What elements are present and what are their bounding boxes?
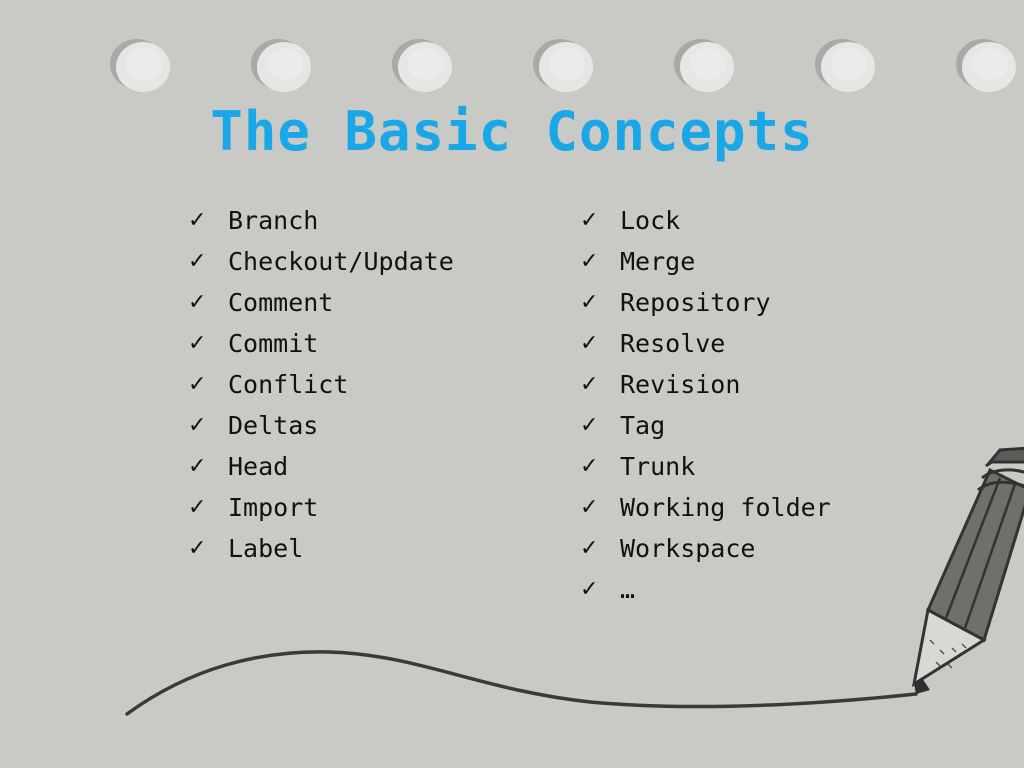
check-icon: ✓ (580, 371, 599, 397)
binder-holes (0, 0, 1024, 110)
left-item-label: Commit (228, 328, 319, 358)
check-icon: ✓ (580, 289, 599, 315)
check-icon: ✓ (580, 330, 599, 356)
left-item-label: Head (228, 451, 289, 481)
binder-hole (539, 42, 593, 92)
list-item: ✓ Conflict (188, 364, 454, 405)
pencil-icon (911, 446, 1024, 694)
right-item-label: … (620, 574, 636, 604)
binder-hole (680, 42, 734, 92)
pencil-line (125, 650, 918, 716)
check-icon: ✓ (188, 453, 207, 479)
right-item-label: Lock (620, 205, 681, 235)
check-icon: ✓ (188, 330, 207, 356)
list-item: ✓ Label (188, 528, 454, 569)
list-item: ✓ Lock (580, 200, 831, 241)
left-item-label: Checkout/Update (228, 246, 454, 276)
check-icon: ✓ (580, 576, 599, 602)
slide-title: The Basic Concepts (210, 100, 814, 163)
check-icon: ✓ (188, 494, 207, 520)
list-item: ✓ Merge (580, 241, 831, 282)
check-icon: ✓ (188, 412, 207, 438)
list-item: ✓ Head (188, 446, 454, 487)
check-icon: ✓ (580, 494, 599, 520)
list-item: ✓ Checkout/Update (188, 241, 454, 282)
concept-list-left: ✓ Branch ✓ Checkout/Update ✓ Comment ✓ Commit ✓ C… (188, 200, 454, 569)
right-item-label: Workspace (620, 533, 756, 563)
check-icon: ✓ (580, 248, 599, 274)
check-icon: ✓ (188, 371, 207, 397)
check-icon: ✓ (580, 535, 599, 561)
check-icon: ✓ (188, 207, 207, 233)
right-item-label: Revision (620, 369, 741, 399)
right-item-label: Repository (620, 287, 771, 317)
right-item-label: Working folder (620, 492, 831, 522)
right-item-label: Tag (620, 410, 666, 440)
check-icon: ✓ (580, 412, 599, 438)
check-icon: ✓ (580, 453, 599, 479)
list-item: ✓ Repository (580, 282, 831, 323)
left-item-label: Branch (228, 205, 319, 235)
list-item: ✓ Tag (580, 405, 831, 446)
list-item: ✓ Commit (188, 323, 454, 364)
concept-list-right: ✓Lock✓Merge✓Repository✓Resolve✓Revision✓… (580, 200, 831, 610)
right-item-label: Resolve (620, 328, 726, 358)
list-item: ✓ Trunk (580, 446, 831, 487)
list-item: ✓… (580, 569, 831, 610)
left-item-label: Label (228, 533, 304, 563)
list-item: ✓ Resolve (580, 323, 831, 364)
list-item: ✓ Revision (580, 364, 831, 405)
binder-hole (398, 42, 452, 92)
check-icon: ✓ (188, 289, 207, 315)
list-item: ✓ Comment (188, 282, 454, 323)
right-item-label: Merge (620, 246, 696, 276)
left-item-label: Deltas (228, 410, 319, 440)
left-item-label: Conflict (228, 369, 349, 399)
binder-hole (962, 42, 1016, 92)
binder-hole (821, 42, 875, 92)
list-item: ✓ Import (188, 487, 454, 528)
binder-hole (116, 42, 170, 92)
list-item: ✓ Branch (188, 200, 454, 241)
check-icon: ✓ (188, 248, 207, 274)
check-icon: ✓ (188, 535, 207, 561)
list-item: ✓ Working folder (580, 487, 831, 528)
right-item-label: Trunk (620, 451, 696, 481)
list-item: ✓ Deltas (188, 405, 454, 446)
left-item-label: Import (228, 492, 319, 522)
binder-hole (257, 42, 311, 92)
list-item: ✓ Workspace (580, 528, 831, 569)
check-icon: ✓ (580, 207, 599, 233)
left-item-label: Comment (228, 287, 334, 317)
